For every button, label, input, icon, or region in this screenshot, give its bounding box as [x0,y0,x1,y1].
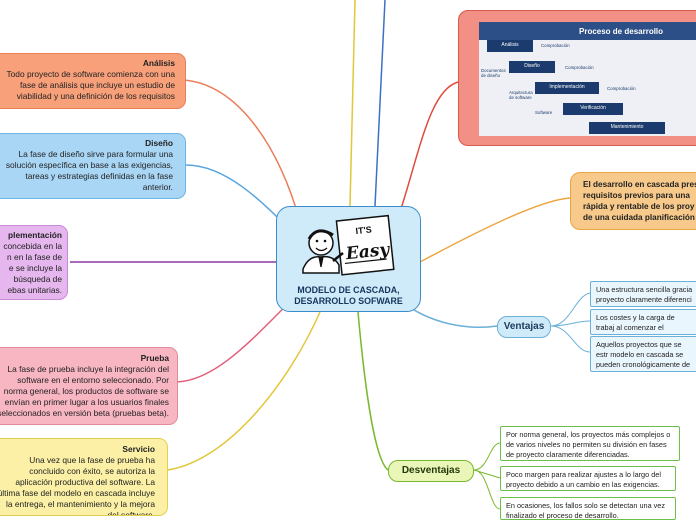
proc-label-documentos: Documentos de diseño [481,68,506,78]
node-prueba[interactable]: Prueba La fase de prueba incluye la inte… [0,347,178,425]
conclusion-line-2: requisitos previos para una [583,191,690,200]
node-servicio[interactable]: Servicio Una vez que la fase de prueba h… [0,438,168,516]
proc-step-verificacion: Verificación [563,103,623,115]
ventajas-item-3[interactable]: Aquellos proyectos que se estr modelo en… [590,336,696,372]
proc-step-implementacion: Implementación [535,82,599,94]
proc-step-mantenimiento: Mantenimiento [589,122,665,134]
node-implementacion-title: plementación [8,230,62,240]
node-diseno[interactable]: Diseño La fase de diseño sirve para form… [0,133,186,199]
node-analisis-text: Todo proyecto de software comienza con u… [6,69,175,101]
ventajas-node[interactable]: Ventajas [497,316,551,338]
conclusion-line-3: rápida y rentable de los proy [583,202,695,211]
sign-text-its: IT'S [355,224,372,236]
node-prueba-text: La fase de prueba incluye la integración… [0,364,169,418]
node-conclusion[interactable]: El desarrollo en cascada pres requisitos… [570,172,696,230]
desventajas-item-1[interactable]: Por norma general, los proyectos más com… [500,426,680,461]
proc-label-comprobacion-2: Comprobación [565,65,594,70]
node-diseno-text: La fase de diseño sirve para formular un… [5,149,173,192]
sign-text-easy: Easy [344,240,391,265]
desventajas-node[interactable]: Desventajas [388,460,474,482]
conclusion-line-4: de una cuidada planificación [583,213,695,222]
proc-label-comprobacion-1: Comprobación [541,43,570,48]
node-implementacion-line-5: ebas unitarias. [7,285,62,295]
proc-label-comprobacion-3: Comprobación [607,86,636,91]
node-analisis-title: Análisis [142,58,175,68]
desventajas-item-3[interactable]: En ocasiones, los fallos solo se detecta… [500,497,676,520]
proc-step-diseno: Diseño [509,61,555,73]
central-title: MODELO DE CASCADA, DESARROLLO SOFWARE [294,285,403,306]
node-servicio-text: Una vez que la fase de prueba ha conclui… [0,455,155,516]
node-implementacion-line-1: concebida en la [3,241,62,251]
ventajas-item-2[interactable]: Los costes y la carga de trabaj al comen… [590,309,696,335]
node-implementacion-line-2: n en la fase de [7,252,62,262]
ventajas-item-1[interactable]: Una estructura sencilla gracia proyecto … [590,281,696,307]
easy-cartoon-icon: IT'S Easy [302,214,395,276]
conclusion-line-1: El desarrollo en cascada pres [583,180,696,189]
proceso-title: Proceso de desarrollo [579,27,664,36]
node-prueba-title: Prueba [140,353,169,363]
central-node[interactable]: IT'S Easy MODELO DE CASCADA, DESARROLLO … [276,206,421,312]
proc-label-arquitectura: Arquitectura de software [509,90,533,100]
node-servicio-title: Servicio [122,444,155,454]
proc-step-analisis: Análisis [487,40,533,52]
node-implementacion-line-4: búsqueda de [13,274,62,284]
node-proceso-image[interactable]: Proceso de desarrollo Análisis Diseño Im… [458,10,696,146]
node-implementacion[interactable]: plementación concebida en la n en la fas… [0,225,68,300]
proc-label-software: Software [535,110,553,115]
desventajas-item-2[interactable]: Poco margen para realizar ajustes a lo l… [500,466,676,491]
node-diseno-title: Diseño [145,138,173,148]
node-analisis[interactable]: Análisis Todo proyecto de software comie… [0,53,186,109]
node-implementacion-line-3: e se incluye la [8,263,62,273]
